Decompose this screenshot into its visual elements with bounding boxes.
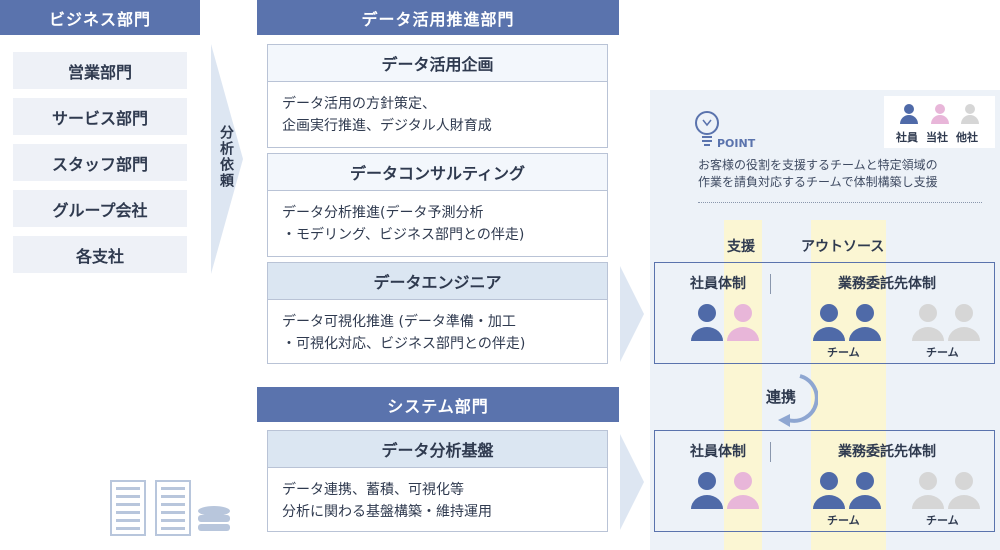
left-item-branches: 各支社 [13, 236, 187, 273]
column-label-support: 支援 [727, 239, 755, 255]
team-label: チーム [827, 346, 860, 359]
section-line: データ活用の方針策定、 [282, 96, 436, 112]
server-rack-icon [110, 480, 230, 536]
contractor-structure-title: 業務委託先体制 [838, 276, 936, 292]
contractor-team-people-icon [813, 304, 881, 341]
collaboration-label: 連携 [766, 388, 797, 406]
lightbulb-icon [695, 111, 719, 146]
legend-other-person-icon [961, 104, 979, 124]
platform-arrow-icon [620, 434, 644, 530]
data-dept-header: データ活用推進部門 [257, 0, 619, 35]
team-label: チーム [926, 514, 959, 527]
left-item-staff: スタッフ部門 [13, 144, 187, 181]
section-line: ・モデリング、ビジネス部門との伴走) [282, 227, 525, 243]
box-divider [770, 274, 792, 294]
section-line: データ可視化推進 (データ準備・加工 [282, 314, 516, 330]
section-data-consulting: データコンサルティング データ分析推進(データ予測分析 ・モデリング、ビジネス部… [267, 153, 608, 257]
employee-structure-title: 社員体制 [690, 276, 746, 292]
legend-label-other: 他社 [956, 131, 978, 144]
legend-company-person-icon [931, 104, 949, 124]
section-line: データ連携、蓄積、可視化等 [282, 482, 464, 498]
point-label: POINT [717, 137, 756, 150]
left-item-sales: 営業部門 [13, 52, 187, 89]
box-divider [770, 442, 792, 462]
section-title: データエンジニア [268, 263, 607, 300]
request-arrow-label: 分析依頼 [218, 125, 234, 189]
left-item-service: サービス部門 [13, 98, 187, 135]
point-line: 作業を請負対応するチームで体制構築し支援 [698, 175, 938, 189]
employee-people-icon [691, 472, 759, 509]
other-team-people-icon [912, 304, 980, 341]
section-body: データ活用の方針策定、 企画実行推進、デジタル人財育成 [282, 93, 599, 137]
point-divider [698, 202, 982, 203]
section-body: データ可視化推進 (データ準備・加工 ・可視化対応、ビジネス部門との伴走) [282, 311, 599, 355]
request-arrow-icon [211, 44, 243, 274]
section-title: データ分析基盤 [268, 431, 607, 468]
system-dept-header: システム部門 [257, 387, 619, 422]
column-label-outsource: アウトソース [801, 239, 885, 255]
structure-box-bottom [654, 430, 995, 532]
section-data-platform: データ分析基盤 データ連携、蓄積、可視化等 分析に関わる基盤構築・維持運用 [267, 430, 608, 532]
contractor-structure-title: 業務委託先体制 [838, 444, 936, 460]
legend-label-employee: 社員 [896, 131, 918, 144]
team-label: チーム [926, 346, 959, 359]
section-body: データ分析推進(データ予測分析 ・モデリング、ビジネス部門との伴走) [282, 202, 599, 246]
cycle-arrow-icon [778, 374, 818, 427]
section-line: 企画実行推進、デジタル人財育成 [282, 118, 492, 134]
structure-box-top [654, 262, 995, 364]
section-data-planning: データ活用企画 データ活用の方針策定、 企画実行推進、デジタル人財育成 [267, 44, 608, 148]
legend-employee-person-icon [900, 104, 918, 124]
employee-people-icon [691, 304, 759, 341]
section-title: データコンサルティング [268, 154, 607, 191]
legend-label-company: 当社 [926, 131, 948, 144]
section-data-engineer: データエンジニア データ可視化推進 (データ準備・加工 ・可視化対応、ビジネス部… [267, 262, 608, 364]
engineer-arrow-icon [620, 266, 644, 362]
contractor-team-people-icon [813, 472, 881, 509]
employee-structure-title: 社員体制 [690, 444, 746, 460]
point-description: お客様の役割を支援するチームと特定領域の 作業を請負対応するチームで体制構築し支… [698, 157, 988, 191]
legend: 社員 当社 他社 [884, 96, 995, 148]
left-item-group: グループ会社 [13, 190, 187, 227]
outsource-stripe [811, 220, 886, 550]
section-body: データ連携、蓄積、可視化等 分析に関わる基盤構築・維持運用 [282, 479, 599, 523]
business-dept-header: ビジネス部門 [0, 0, 200, 35]
section-title: データ活用企画 [268, 45, 607, 82]
other-team-people-icon [912, 472, 980, 509]
section-line: データ分析推進(データ予測分析 [282, 205, 484, 221]
team-label: チーム [827, 514, 860, 527]
section-line: 分析に関わる基盤構築・維持運用 [282, 504, 492, 520]
section-line: ・可視化対応、ビジネス部門との伴走) [282, 336, 526, 352]
point-line: お客様の役割を支援するチームと特定領域の [698, 158, 938, 172]
